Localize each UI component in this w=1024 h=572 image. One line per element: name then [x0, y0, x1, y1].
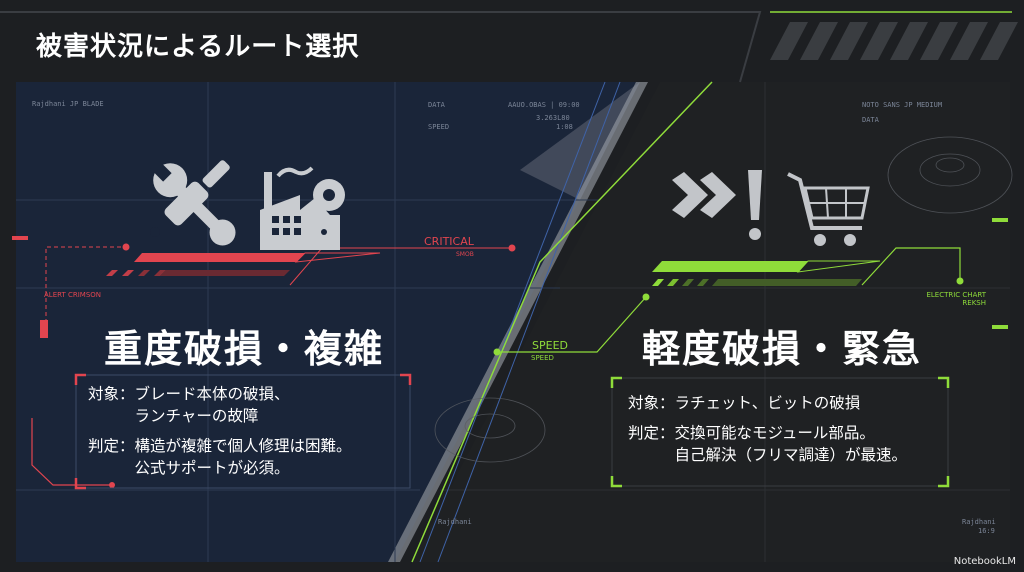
factory-gear-icon: [260, 166, 345, 250]
item-text: ブレード本体の破損、 ランチャーの故障: [134, 385, 290, 425]
right-info-box: 対象：ラチェット、ビットの破損 判定：交換可能なモジュール部品。 自己解決（フリ…: [628, 392, 907, 474]
item-text: 構造が複雑で個人修理は困難。 公式サポートが必須。: [134, 437, 352, 477]
hud-value2: 1:08: [556, 123, 573, 131]
page-title: 被害状況によるルート選択: [36, 32, 360, 62]
left-info-box: 対象：ブレード本体の破損、 ランチャーの故障 判定：構造が複雑で個人修理は困難。…: [88, 383, 352, 487]
left-red-bars: [12, 236, 516, 488]
hud-label: Rajdhani JP BLADE: [32, 100, 104, 108]
list-item: 対象：ラチェット、ビットの破損: [628, 392, 907, 414]
hud-value1: 3.263L80: [536, 114, 570, 122]
ratio-label: 16:9: [978, 527, 995, 535]
list-item: 判定：構造が複雑で個人修理は困難。 公式サポートが必須。: [88, 435, 352, 479]
critical-subtag: SMOB: [456, 251, 474, 258]
footer-right: Rajdhani: [962, 518, 996, 526]
critical-tag: CRITICAL: [424, 235, 474, 248]
chart-sub: REKSH: [962, 299, 986, 307]
hud-speed: SPEED: [428, 123, 450, 131]
speed-subtag: SPEED: [531, 354, 554, 362]
left-heading: 重度破損・複雑: [104, 327, 385, 371]
right-heading: 軽度破損・緊急: [642, 327, 923, 371]
hud-data: DATA: [428, 101, 445, 109]
item-label: 判定：: [88, 437, 135, 455]
chart-label: ELECTRIC CHART: [926, 291, 986, 299]
right-green-bars: [493, 218, 1008, 356]
item-label: 対象：: [628, 394, 675, 412]
speed-tag: SPEED: [532, 339, 568, 352]
item-text: 交換可能なモジュール部品。 自己解決（フリマ調達）が最速。: [674, 424, 908, 464]
hud-code: AAUO.OBAS | 09:00: [508, 101, 580, 109]
item-label: 対象：: [88, 385, 135, 403]
list-item: 対象：ブレード本体の破損、 ランチャーの故障: [88, 383, 352, 427]
shopping-cart-icon: [787, 172, 870, 246]
notebooklm-watermark: NotebookLM: [953, 556, 1016, 567]
wrench-screwdriver-icon: [150, 160, 236, 246]
item-text: ラチェット、ビットの破損: [674, 394, 861, 412]
footer-left: Rajdhani: [438, 518, 472, 526]
list-item: 判定：交換可能なモジュール部品。 自己解決（フリマ調達）が最速。: [628, 422, 907, 466]
hud-label: NOTO SANS JP MEDIUM: [862, 101, 943, 109]
fast-forward-icon: [672, 172, 736, 218]
exclamation-icon: [748, 170, 762, 240]
alert-label: ALERT CRIMSON: [44, 291, 102, 299]
item-label: 判定：: [628, 424, 675, 442]
left-panel: [16, 82, 640, 562]
hud-data: DATA: [862, 116, 879, 124]
